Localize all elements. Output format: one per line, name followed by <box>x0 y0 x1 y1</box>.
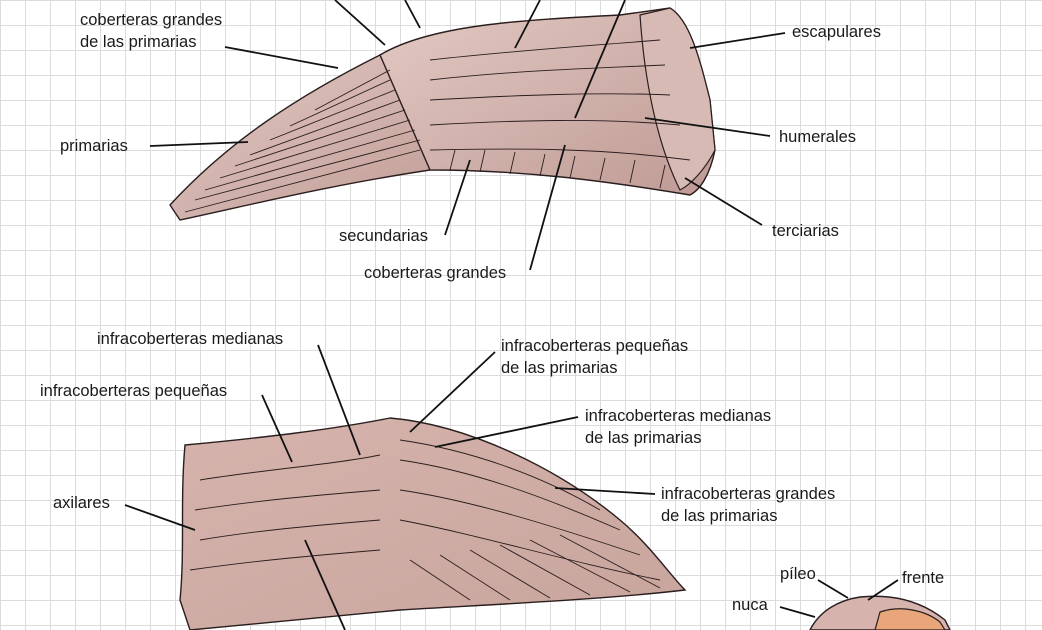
under-wing-feather-lines <box>189 439 661 601</box>
label-humerales: humerales <box>779 128 857 146</box>
label-coberteras-grandes-primarias: coberteras grandes de las primarias <box>80 9 222 53</box>
label-infracoberteras-pequenas: infracoberteras pequeñas <box>40 382 228 400</box>
upper-wing-feather-lines <box>184 39 691 213</box>
leader-top-1 <box>334 0 386 46</box>
leader-infracoberteras-pequenas <box>261 394 293 463</box>
label-terciarias: terciarias <box>772 222 839 240</box>
leader-escapulares <box>689 32 786 49</box>
label-infracoberteras-pequenas-primarias: infracoberteras pequeñas de las primaria… <box>501 335 688 379</box>
leader-frente <box>867 579 899 601</box>
label-infracoberteras-medianas-primarias-line2: de las primarias <box>585 429 702 447</box>
leader-infracoberteras-medianas <box>317 344 361 456</box>
leader-infracoberteras-medianas-primarias <box>434 416 579 448</box>
leader-top-4 <box>574 0 626 119</box>
label-axilares: axilares <box>53 494 110 512</box>
leader-coberteras-grandes <box>529 144 566 271</box>
leader-terciarias <box>684 177 763 226</box>
label-coberteras-grandes-primarias-line2: de las primarias <box>80 33 197 51</box>
leader-pileo <box>817 579 849 599</box>
under-wing-shape <box>179 417 687 630</box>
label-nuca: nuca <box>732 596 768 614</box>
label-infracoberteras-grandes-primarias-line1: infracoberteras grandes <box>661 485 836 503</box>
label-pileo: píleo <box>780 565 816 583</box>
leader-infracoberteras-pequenas-primarias <box>409 351 496 433</box>
label-escapulares: escapulares <box>792 23 881 41</box>
leader-lines <box>124 0 899 630</box>
leader-top-3 <box>514 0 541 49</box>
upper-wing-scapulars <box>639 7 716 191</box>
leader-primarias <box>149 141 249 147</box>
leader-secundarias <box>444 159 471 236</box>
leader-bottom <box>304 539 346 630</box>
leader-nuca <box>779 606 816 618</box>
label-coberteras-grandes-primarias-line1: coberteras grandes <box>80 11 223 29</box>
label-primarias: primarias <box>60 137 128 155</box>
label-infracoberteras-pequenas-primarias-line2: de las primarias <box>501 359 618 377</box>
label-coberteras-grandes: coberteras grandes <box>364 264 507 282</box>
bird-head <box>809 595 951 630</box>
label-infracoberteras-medianas-primarias: infracoberteras medianas de las primaria… <box>585 405 771 449</box>
label-secundarias: secundarias <box>339 227 428 245</box>
under-wing <box>179 417 687 630</box>
label-infracoberteras-grandes-primarias-line2: de las primarias <box>661 507 778 525</box>
leader-top-2 <box>404 0 421 29</box>
label-infracoberteras-grandes-primarias: infracoberteras grandes de las primarias <box>661 483 835 527</box>
leader-humerales <box>644 117 771 137</box>
leader-infracoberteras-grandes-primarias <box>554 487 656 495</box>
upper-wing <box>169 7 716 221</box>
label-infracoberteras-medianas: infracoberteras medianas <box>97 330 284 348</box>
leader-axilares <box>124 504 196 531</box>
label-frente: frente <box>902 569 945 587</box>
label-infracoberteras-medianas-primarias-line1: infracoberteras medianas <box>585 407 772 425</box>
leader-coberteras-grandes-primarias <box>224 46 339 69</box>
bill-shape <box>874 608 946 630</box>
label-infracoberteras-pequenas-primarias-line1: infracoberteras pequeñas <box>501 337 689 355</box>
